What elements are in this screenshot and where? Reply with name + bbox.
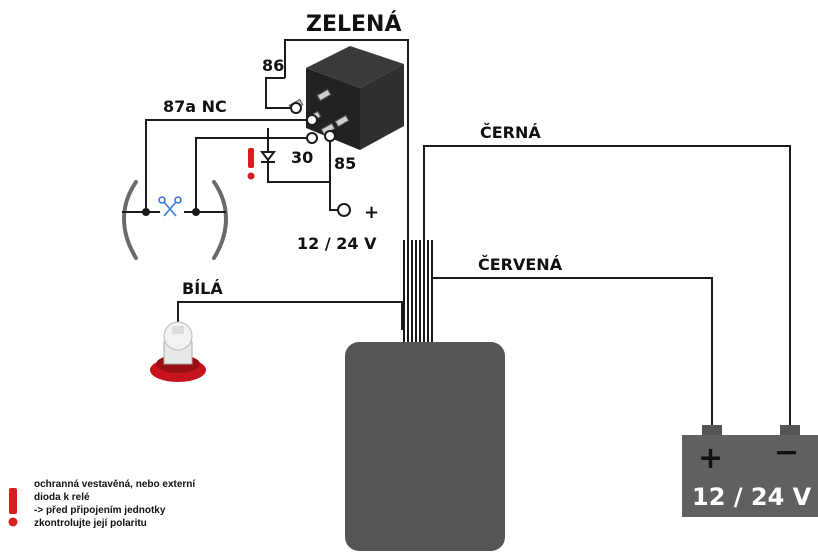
battery-minus: − [774, 435, 799, 470]
pin-87a-wire [145, 119, 312, 212]
pin-85-wire [329, 138, 338, 211]
control-unit [345, 342, 505, 551]
white-wire-label: BÍLÁ [182, 279, 223, 298]
pin-85-label: 85 [334, 154, 356, 173]
pin-30-label: 30 [291, 148, 313, 167]
pin-86-wire [265, 77, 296, 109]
cut-wire-segment [122, 180, 228, 260]
cut-wire-joints [122, 208, 226, 216]
pin-87a-label: 87a NC [163, 97, 227, 116]
scissors-icon [158, 196, 182, 217]
pin-86-label: 86 [262, 56, 284, 75]
note-line-2: dioda k relé [34, 492, 90, 503]
black-wire [423, 145, 791, 425]
warning-icon [247, 148, 255, 180]
green-wire [284, 39, 409, 330]
supply-terminal [337, 203, 351, 217]
supply-voltage: 12 / 24 V [297, 234, 377, 253]
battery-plus: + [698, 441, 723, 476]
diode-wire [267, 128, 330, 183]
note-line-3: -> před připojením jednotky [34, 505, 166, 516]
white-wire [177, 301, 403, 340]
relay-icon [288, 46, 404, 150]
cable-bundle [403, 240, 433, 345]
red-wire-label: ČERVENÁ [478, 255, 563, 274]
battery-voltage: 12 / 24 V [692, 483, 812, 511]
diode-note: ochranná vestavěná, nebo externí dioda k… [34, 478, 294, 530]
note-line-4: zkontrolujte její polaritu [34, 518, 147, 529]
note-warning-icon [8, 488, 18, 527]
relay-title: ZELENÁ [306, 11, 401, 37]
supply-plus: + [364, 202, 379, 223]
black-wire-label: ČERNÁ [480, 123, 541, 142]
diode-icon [260, 151, 276, 163]
wires [145, 39, 791, 425]
battery-icon [682, 425, 818, 517]
note-line-1: ochranná vestavěná, nebo externí [34, 479, 196, 490]
pin-30-wire [195, 137, 312, 212]
key-lamp-icon [150, 321, 206, 382]
